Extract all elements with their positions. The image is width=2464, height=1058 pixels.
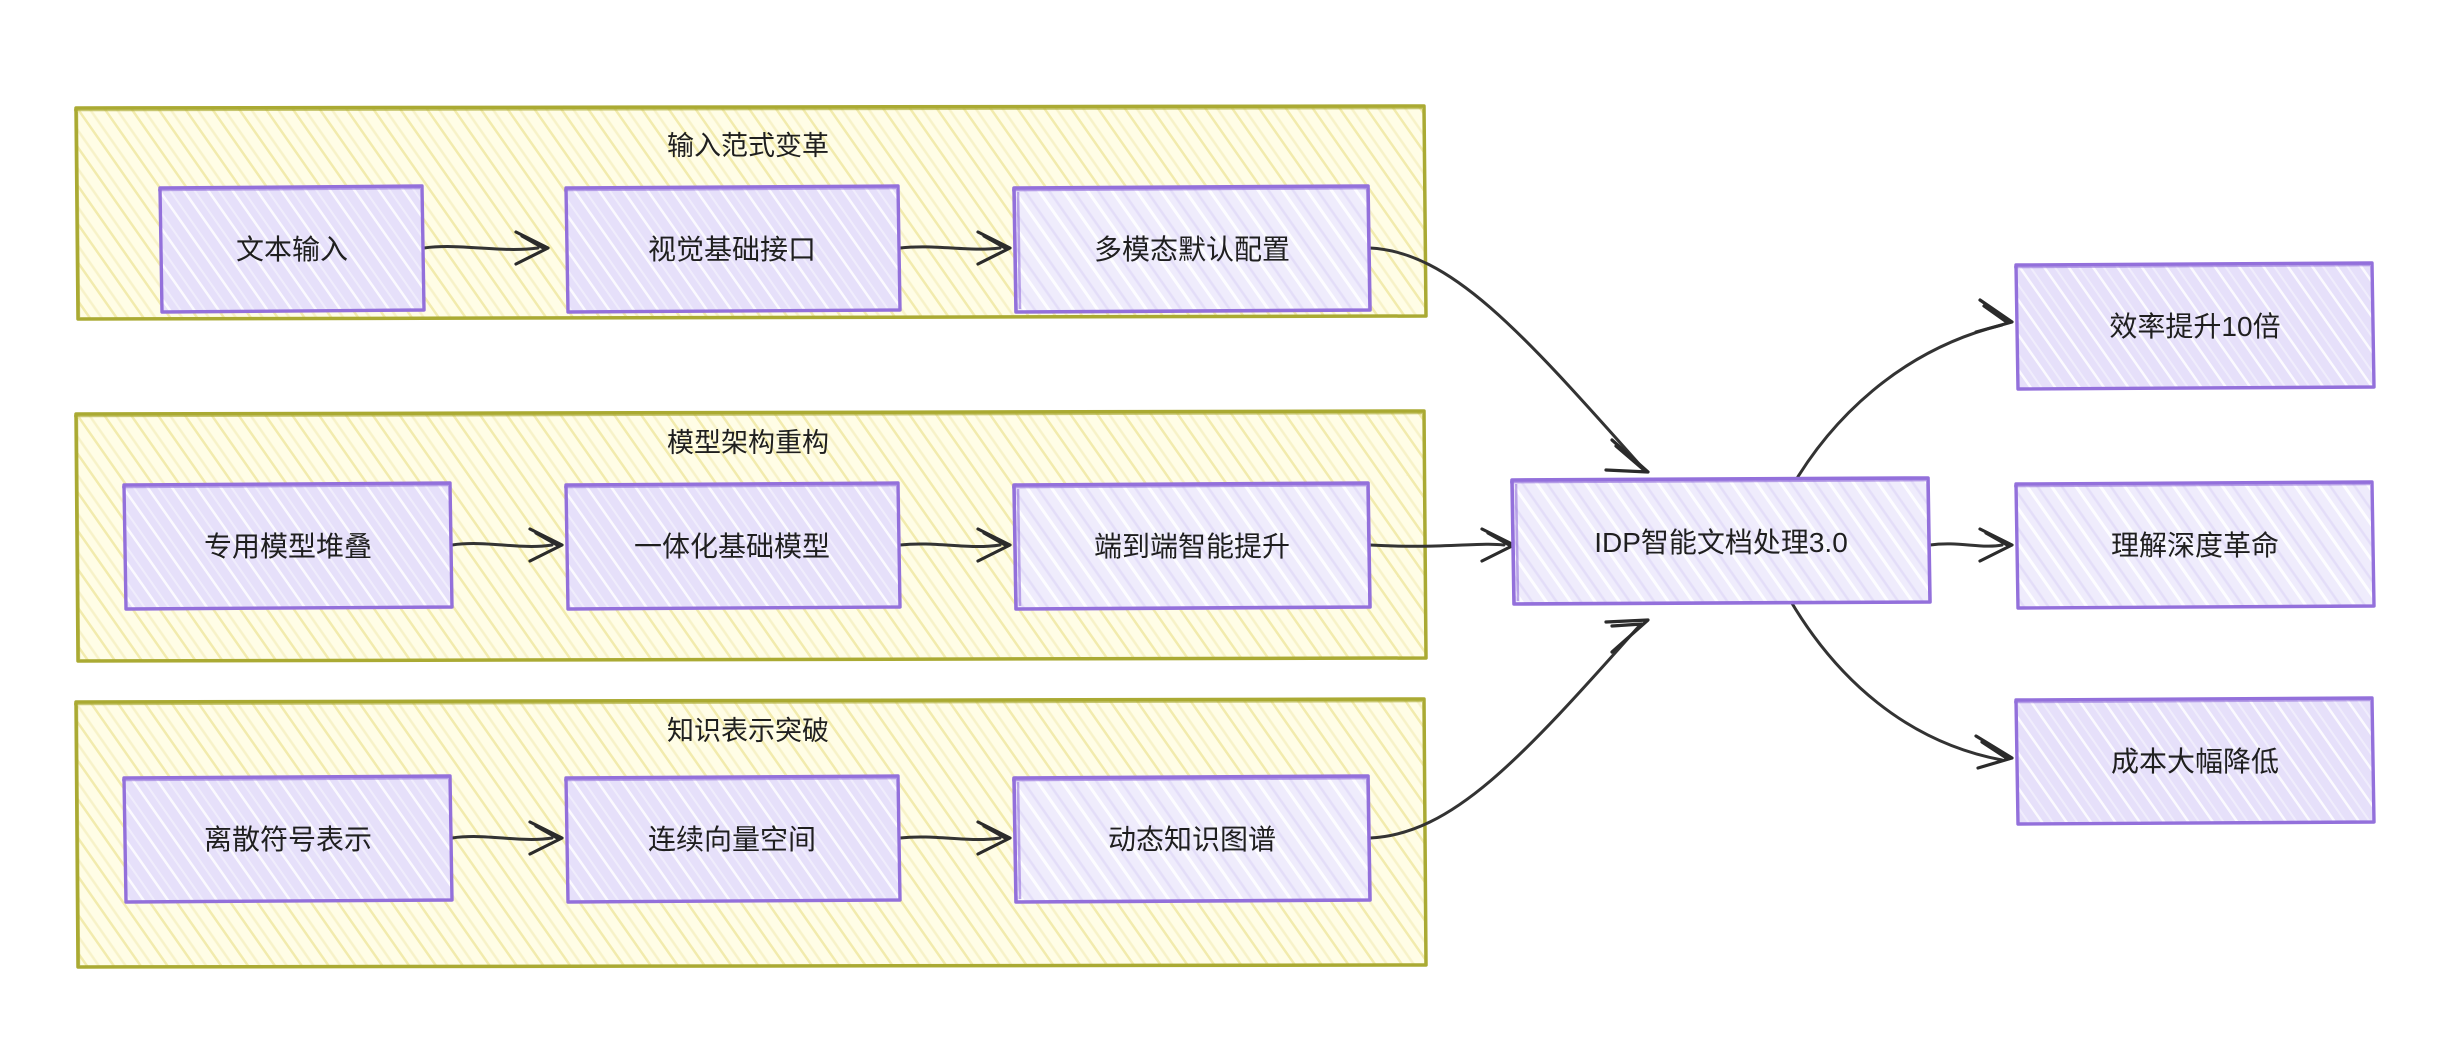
edge-a1-a2 bbox=[422, 245, 540, 251]
arrowhead-c1-c2 bbox=[528, 820, 564, 856]
arrowhead-core-r2 bbox=[1978, 527, 2014, 563]
edge-core-r2 bbox=[1928, 542, 2004, 548]
node-end-to-end-intelligence-box[interactable] bbox=[1012, 481, 1372, 611]
node-efficiency-10x-label: 效率提升10倍 bbox=[2109, 311, 2280, 342]
arrowhead-b2-b3 bbox=[976, 527, 1012, 563]
node-multimodal-default-box[interactable] bbox=[1012, 184, 1372, 314]
node-unified-foundation-box[interactable] bbox=[564, 481, 902, 611]
node-cost-reduction-label: 成本大幅降低 bbox=[2111, 746, 2279, 777]
node-multimodal-default-label: 多模态默认配置 bbox=[1094, 234, 1290, 265]
arrowhead-a3-core bbox=[1604, 438, 1650, 474]
node-specialized-stack[interactable]: 专用模型堆叠 bbox=[121, 481, 454, 611]
node-discrete-symbol-label: 离散符号表示 bbox=[204, 824, 372, 855]
edge-c2-c3 bbox=[898, 835, 1002, 842]
node-continuous-vector-box[interactable] bbox=[564, 774, 902, 904]
edge-a3-core bbox=[1368, 246, 1642, 467]
node-dynamic-knowledge-graph-box[interactable] bbox=[1012, 774, 1372, 904]
node-continuous-vector[interactable]: 连续向量空间 bbox=[563, 774, 902, 904]
arrowheads-layer bbox=[514, 230, 2014, 856]
edge-c3-core bbox=[1368, 623, 1642, 840]
node-text-input-label: 文本输入 bbox=[236, 234, 348, 265]
edge-c1-c2 bbox=[450, 835, 554, 841]
edge-b2-b3 bbox=[898, 542, 1002, 549]
node-text-input[interactable]: 文本输入 bbox=[157, 184, 426, 314]
cluster-knowledge-title: 知识表示突破 bbox=[667, 716, 829, 746]
node-efficiency-10x-box[interactable] bbox=[2014, 261, 2376, 391]
cluster-model-title: 模型架构重构 bbox=[667, 428, 829, 458]
edges-layer bbox=[422, 245, 2004, 842]
node-idp-core[interactable]: IDP智能文档处理3.0 bbox=[1509, 476, 1932, 606]
node-understanding-revolution[interactable]: 理解深度革命 bbox=[2013, 480, 2376, 610]
node-understanding-revolution-label: 理解深度革命 bbox=[2111, 530, 2279, 561]
edge-core-r1 bbox=[1788, 323, 2004, 492]
cluster-input-title: 输入范式变革 bbox=[667, 131, 829, 161]
node-text-input-box[interactable] bbox=[158, 184, 426, 314]
arrowhead-core-r1 bbox=[1974, 298, 2014, 334]
node-efficiency-10x[interactable]: 效率提升10倍 bbox=[2013, 261, 2376, 391]
arrowhead-a2-a3 bbox=[976, 230, 1012, 266]
node-discrete-symbol-box[interactable] bbox=[122, 774, 454, 904]
node-specialized-stack-box[interactable] bbox=[122, 481, 454, 611]
node-visual-interface[interactable]: 视觉基础接口 bbox=[563, 184, 902, 314]
node-unified-foundation[interactable]: 一体化基础模型 bbox=[563, 481, 902, 611]
arrowhead-a1-a2 bbox=[514, 230, 550, 266]
node-idp-core-box[interactable] bbox=[1510, 476, 1932, 606]
edge-b1-b2 bbox=[450, 542, 554, 548]
arrowhead-c3-core bbox=[1604, 618, 1650, 654]
node-end-to-end-intelligence-label: 端到端智能提升 bbox=[1094, 531, 1290, 562]
node-visual-interface-label: 视觉基础接口 bbox=[648, 234, 816, 265]
node-end-to-end-intelligence[interactable]: 端到端智能提升 bbox=[1011, 481, 1372, 611]
node-cost-reduction[interactable]: 成本大幅降低 bbox=[2013, 696, 2376, 826]
node-discrete-symbol[interactable]: 离散符号表示 bbox=[121, 774, 454, 904]
node-continuous-vector-label: 连续向量空间 bbox=[648, 824, 816, 855]
edge-b3-core bbox=[1368, 542, 1506, 548]
node-multimodal-default[interactable]: 多模态默认配置 bbox=[1011, 184, 1372, 314]
node-visual-interface-box[interactable] bbox=[564, 184, 902, 314]
node-specialized-stack-label: 专用模型堆叠 bbox=[204, 531, 372, 562]
arrowhead-b1-b2 bbox=[528, 527, 564, 563]
edge-core-r3 bbox=[1788, 598, 2004, 762]
arrowhead-c2-c3 bbox=[976, 820, 1012, 856]
edge-a2-a3 bbox=[898, 245, 1002, 251]
node-dynamic-knowledge-graph[interactable]: 动态知识图谱 bbox=[1011, 774, 1372, 904]
node-cost-reduction-box[interactable] bbox=[2014, 696, 2376, 826]
node-understanding-revolution-box[interactable] bbox=[2014, 480, 2376, 610]
node-dynamic-knowledge-graph-label: 动态知识图谱 bbox=[1108, 824, 1276, 855]
node-idp-core-label: IDP智能文档处理3.0 bbox=[1594, 527, 1848, 558]
node-unified-foundation-label: 一体化基础模型 bbox=[634, 531, 830, 562]
arrowhead-core-r3 bbox=[1974, 734, 2014, 770]
